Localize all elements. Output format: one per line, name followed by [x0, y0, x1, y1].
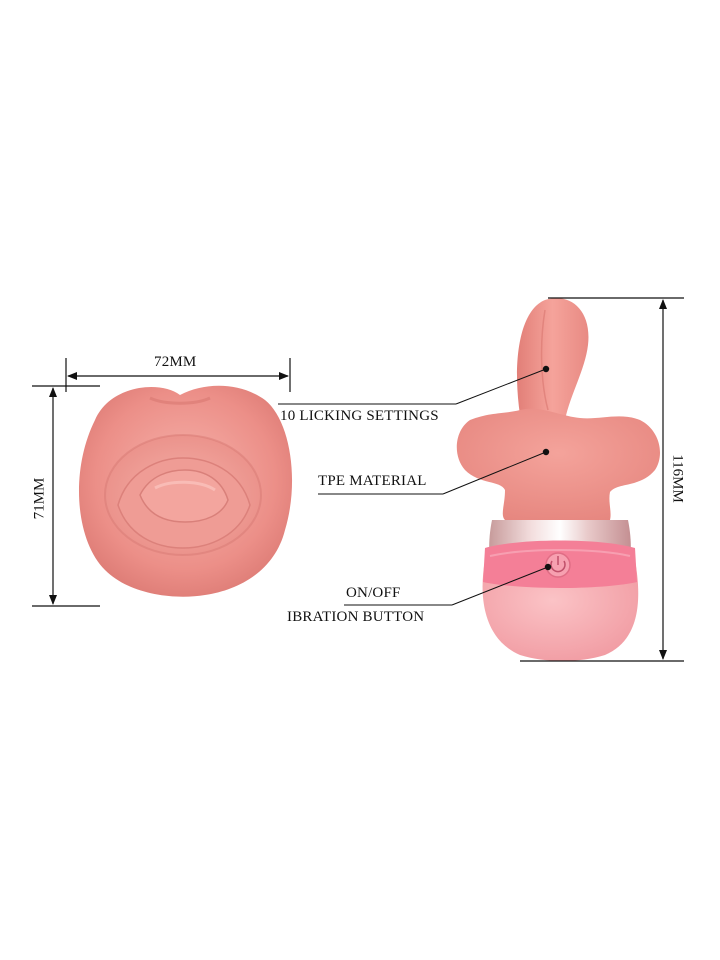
width-label: 72MM — [154, 354, 197, 370]
length-label: 116MM — [669, 454, 686, 503]
callout-licking-settings: 10 LICKING SETTINGS — [280, 408, 439, 424]
device-body — [456, 298, 660, 661]
device-head — [456, 408, 660, 520]
height-dimension — [32, 385, 100, 607]
height-label: 71MM — [31, 477, 48, 520]
length-dimension — [520, 297, 684, 662]
callout-tpe-material: TPE MATERIAL — [318, 473, 427, 489]
callout-lines — [278, 365, 552, 606]
callout-vibration-button: IBRATION BUTTON — [287, 609, 425, 625]
callout-on-off: ON/OFF — [346, 585, 401, 601]
center-pad — [139, 469, 229, 523]
lip-attachment — [78, 385, 293, 597]
tongue — [517, 298, 589, 420]
